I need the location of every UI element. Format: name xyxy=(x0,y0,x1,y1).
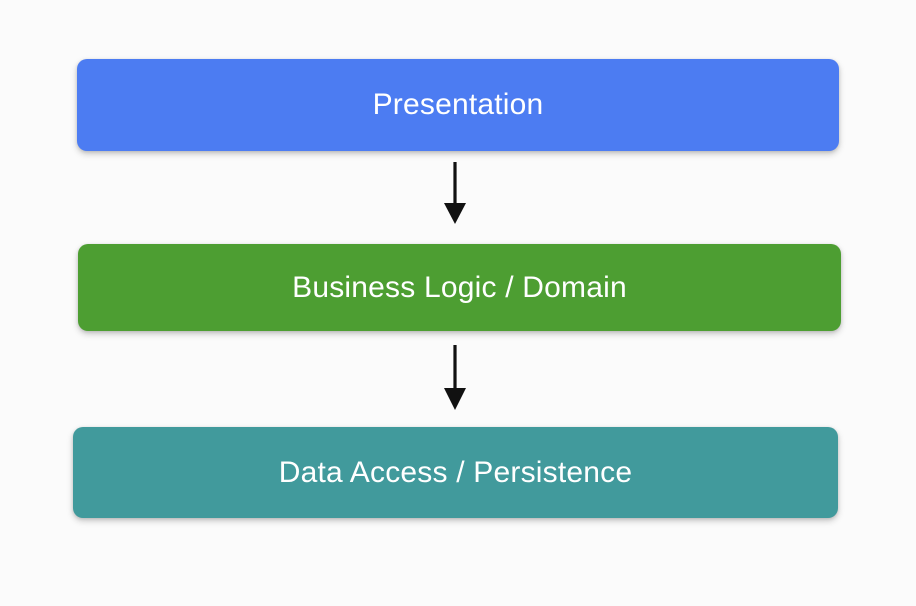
arrow-business-to-data-icon xyxy=(444,345,466,410)
arrow-head xyxy=(444,203,466,224)
layer-label-business-logic: Business Logic / Domain xyxy=(292,270,627,304)
layer-label-data-access: Data Access / Persistence xyxy=(278,455,633,489)
layer-box-data-access[interactable]: Data Access / Persistence xyxy=(73,427,838,518)
arrow-presentation-to-business-icon xyxy=(444,162,466,224)
layer-label-presentation: Presentation xyxy=(372,88,544,121)
layer-box-business-logic[interactable]: Business Logic / Domain xyxy=(78,244,841,331)
arrow-head xyxy=(444,388,466,410)
layer-box-presentation[interactable]: Presentation xyxy=(77,59,839,151)
